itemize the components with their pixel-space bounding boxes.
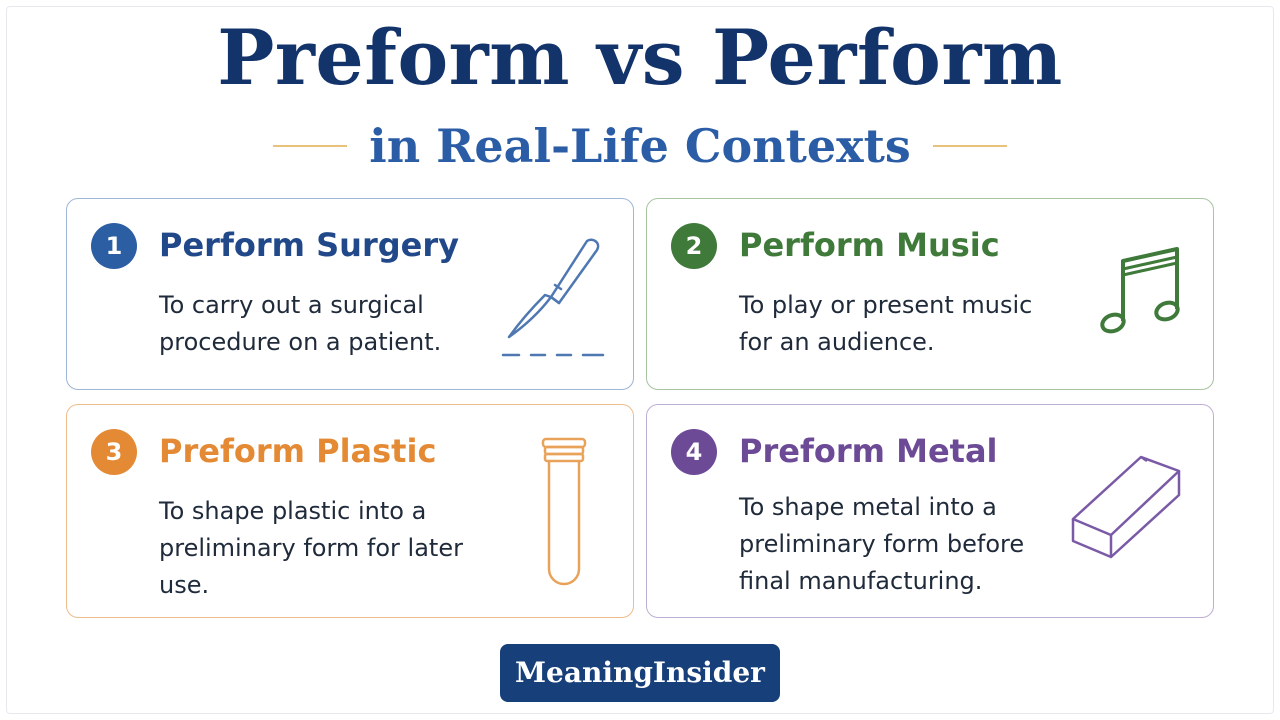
card-number-badge: 4: [671, 429, 717, 475]
card-number-badge: 1: [91, 223, 137, 269]
card-description: To shape metal into a preliminary form b…: [739, 493, 1025, 595]
card-title: Perform Surgery: [159, 226, 459, 264]
card-description: To play or present music for an audience…: [739, 291, 1033, 356]
card-perform-surgery: 1 Perform Surgery To carry out a surgica…: [66, 198, 634, 390]
card-number-badge: 3: [91, 429, 137, 475]
page-subtitle: in Real-Life Contexts: [369, 119, 911, 173]
card-title: Preform Plastic: [159, 432, 437, 470]
subtitle-rule-left: [273, 145, 348, 147]
scalpel-icon: [501, 238, 605, 357]
card-description: To carry out a surgical procedure on a p…: [159, 291, 442, 356]
metal-bar-icon: [1071, 455, 1181, 559]
subtitle-row: in Real-Life Contexts: [0, 116, 1280, 176]
card-description: To shape plastic into a preliminary form…: [159, 497, 463, 599]
card-number-badge: 2: [671, 223, 717, 269]
card-preform-plastic: 3 Preform Plastic To shape plastic into …: [66, 404, 634, 618]
brand-badge: MeaningInsider: [500, 644, 780, 702]
subtitle-rule-right: [932, 145, 1007, 147]
page-title: Preform vs Perform: [217, 13, 1063, 102]
card-perform-music: 2 Perform Music To play or present music…: [646, 198, 1214, 390]
card-title: Preform Metal: [739, 432, 998, 470]
music-note-icon: [1100, 247, 1180, 334]
test-tube-preform-icon: [541, 437, 587, 586]
card-preform-metal: 4 Preform Metal To shape metal into a pr…: [646, 404, 1214, 618]
card-title: Perform Music: [739, 226, 1000, 264]
